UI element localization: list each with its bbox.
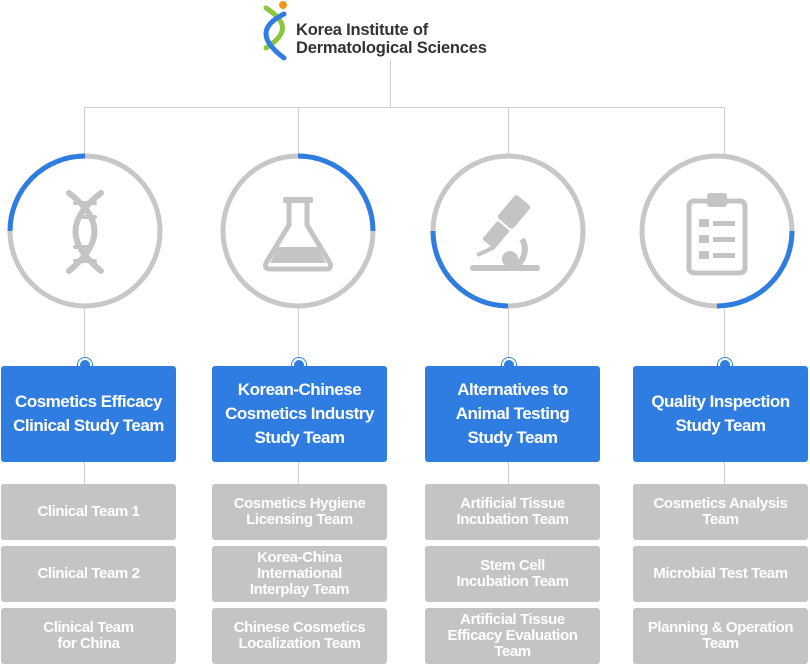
sub-team-box: Korea-China International Interplay Team — [212, 546, 387, 602]
connector-ring-3 — [508, 308, 509, 362]
team-box-3: Alternatives to Animal Testing Study Tea… — [425, 366, 600, 462]
sub-team-box: Clinical Team 2 — [1, 546, 176, 602]
sub-team-box: Artificial Tissue Efficacy Evaluation Te… — [425, 608, 600, 664]
sub-team-name: Clinical Team for China — [43, 619, 134, 652]
team-name: Cosmetics Efficacy Clinical Study Team — [13, 392, 164, 435]
connector-col-3 — [508, 107, 509, 154]
sub-team-box: Clinical Team for China — [1, 608, 176, 664]
connector-sub-4 — [724, 462, 725, 484]
sub-team-name: Planning & Operation Team — [647, 619, 794, 652]
division-ring-4 — [639, 153, 795, 309]
sub-team-name: Clinical Team 2 — [37, 565, 140, 582]
division-ring-3 — [430, 153, 586, 309]
flask-icon — [263, 197, 333, 272]
institute-name-line1: Korea Institute of — [296, 21, 429, 39]
sub-team-name: Microbial Test Team — [653, 565, 788, 582]
sub-team-name: Clinical Team 1 — [37, 503, 140, 520]
sub-team-box: Artificial Tissue Incubation Team — [425, 484, 600, 540]
connector-branch — [84, 107, 725, 108]
sub-team-box: Planning & Operation Team — [633, 608, 808, 664]
connector-col-4 — [724, 107, 725, 154]
connector-ring-4 — [724, 308, 725, 362]
division-ring-1 — [7, 153, 163, 309]
team-name: Quality Inspection Study Team — [651, 392, 790, 435]
sub-team-box: Cosmetics Analysis Team — [633, 484, 808, 540]
team-box-1: Cosmetics Efficacy Clinical Study Team — [1, 366, 176, 462]
sub-team-box: Microbial Test Team — [633, 546, 808, 602]
dna-helix-logo-icon — [263, 1, 287, 61]
connector-ring-1 — [84, 308, 85, 362]
team-box-4: Quality Inspection Study Team — [633, 366, 808, 462]
sub-team-name: Cosmetics Hygiene Licensing Team — [233, 495, 366, 528]
connector-sub-1 — [84, 462, 85, 484]
team-box-2: Korean-Chinese Cosmetics Industry Study … — [212, 366, 387, 462]
microscope-icon — [470, 195, 540, 271]
clipboard-checklist-icon — [686, 193, 748, 276]
team-name: Korean-Chinese Cosmetics Industry Study … — [225, 380, 374, 447]
connector-col-2 — [298, 107, 299, 154]
sub-team-name: Korea-China International Interplay Team — [249, 549, 350, 598]
sub-team-name: Chinese Cosmetics Localization Team — [233, 619, 366, 652]
sub-team-name: Artificial Tissue Efficacy Evaluation Te… — [447, 611, 578, 660]
dna-icon — [66, 190, 104, 274]
sub-team-name: Stem Cell Incubation Team — [456, 557, 569, 590]
sub-team-box: Clinical Team 1 — [1, 484, 176, 540]
sub-team-box: Cosmetics Hygiene Licensing Team — [212, 484, 387, 540]
institute-logo — [258, 0, 292, 64]
sub-team-box: Chinese Cosmetics Localization Team — [212, 608, 387, 664]
connector-root — [390, 60, 391, 108]
sub-team-name: Cosmetics Analysis Team — [653, 495, 788, 528]
institute-name: Korea Institute of Dermatological Scienc… — [296, 21, 487, 57]
sub-team-name: Artificial Tissue Incubation Team — [456, 495, 569, 528]
division-ring-2 — [220, 153, 376, 309]
institute-name-line2: Dermatological Sciences — [296, 39, 487, 57]
team-name: Alternatives to Animal Testing Study Tea… — [455, 380, 570, 447]
connector-sub-2 — [298, 462, 299, 484]
sub-team-box: Stem Cell Incubation Team — [425, 546, 600, 602]
connector-col-1 — [84, 107, 85, 154]
connector-sub-3 — [508, 462, 509, 484]
connector-ring-2 — [298, 308, 299, 362]
